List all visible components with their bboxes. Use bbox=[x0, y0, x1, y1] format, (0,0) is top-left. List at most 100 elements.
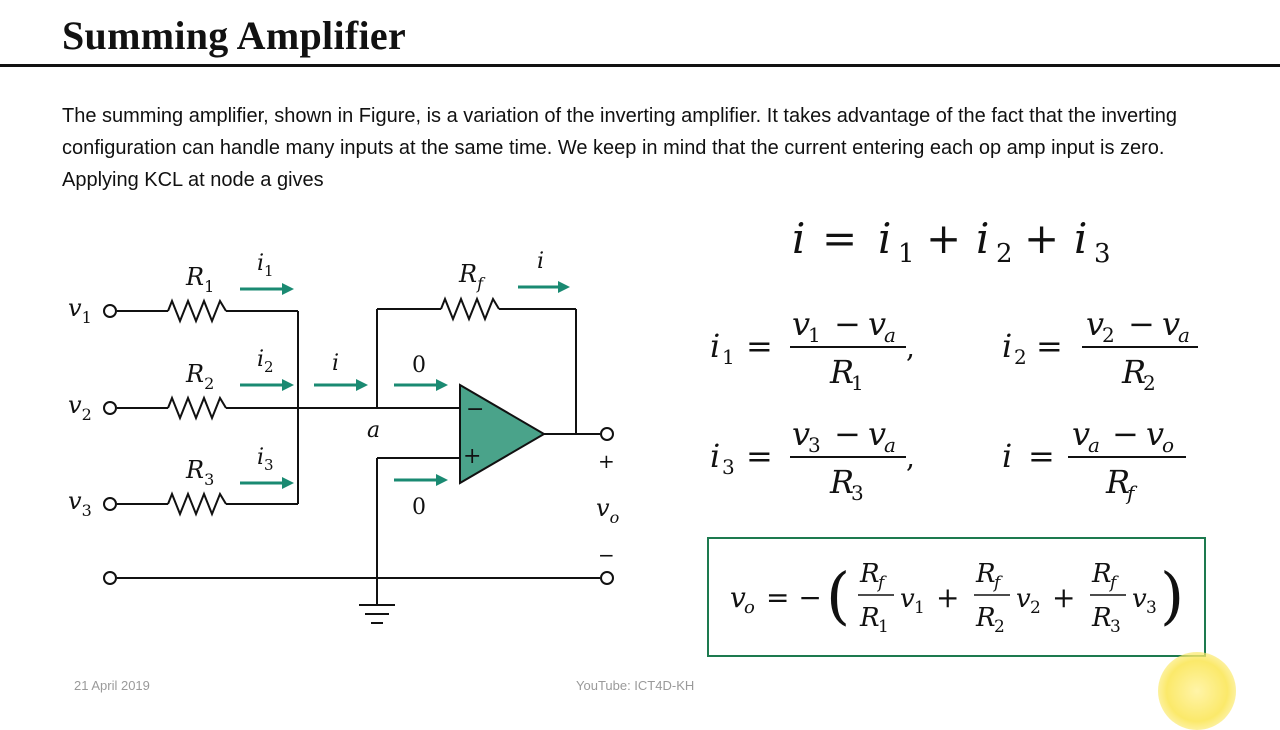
svg-text:v3: v3 bbox=[68, 487, 92, 520]
i-feedback-equation: i = va − vo Rf bbox=[1002, 415, 1186, 505]
svg-text:f: f bbox=[1125, 481, 1138, 505]
svg-text:=: = bbox=[1028, 437, 1055, 475]
opamp-minus: − bbox=[466, 397, 484, 422]
current-i1-label: i bbox=[257, 251, 264, 276]
svg-text:R: R bbox=[859, 603, 880, 633]
svg-text:=: = bbox=[746, 327, 773, 365]
svg-text:1: 1 bbox=[878, 617, 889, 637]
input-v2-label: v bbox=[68, 391, 82, 419]
result-box bbox=[707, 537, 1206, 657]
svg-text:2: 2 bbox=[1143, 371, 1156, 395]
svg-text:3: 3 bbox=[1110, 617, 1121, 637]
opamp-triangle bbox=[459, 383, 546, 485]
svg-text:3: 3 bbox=[851, 481, 864, 505]
svg-text:2: 2 bbox=[994, 617, 1005, 637]
svg-text:2: 2 bbox=[1102, 323, 1115, 347]
svg-text:v: v bbox=[1146, 415, 1164, 453]
svg-text:i: i bbox=[710, 327, 720, 365]
svg-text:v: v bbox=[730, 581, 746, 614]
svg-text:= −: = − bbox=[766, 581, 822, 614]
input-v1-label: v bbox=[68, 294, 82, 322]
svg-text:R: R bbox=[1091, 603, 1112, 633]
kcl-equation: i = i 1 + i 2 + i 3 bbox=[792, 214, 1111, 269]
current-i-feedback-label: i bbox=[537, 249, 544, 274]
svg-text:Rf: Rf bbox=[458, 260, 486, 293]
output-vo-label: v bbox=[596, 494, 610, 522]
svg-text:3: 3 bbox=[808, 433, 821, 457]
svg-text:R1: R1 bbox=[185, 263, 214, 296]
footer-date: 21 April 2019 bbox=[74, 678, 150, 693]
svg-text:−: − bbox=[1128, 305, 1155, 343]
svg-text:R: R bbox=[975, 603, 996, 633]
svg-text:R: R bbox=[1121, 353, 1146, 391]
svg-text:R3: R3 bbox=[185, 456, 214, 489]
svg-text:3: 3 bbox=[1146, 598, 1157, 618]
svg-text:o: o bbox=[744, 597, 755, 618]
svg-text:3: 3 bbox=[722, 455, 735, 479]
svg-text:i: i bbox=[1074, 214, 1087, 263]
svg-text:a: a bbox=[884, 433, 896, 457]
svg-text:i1: i1 bbox=[257, 251, 274, 280]
svg-text:v: v bbox=[1162, 305, 1180, 343]
svg-text:+: + bbox=[926, 214, 961, 263]
svg-text:v: v bbox=[868, 415, 886, 453]
output-plus-sign: + bbox=[598, 449, 615, 473]
svg-text:i: i bbox=[792, 214, 805, 263]
svg-text:1: 1 bbox=[898, 239, 915, 269]
svg-text:+: + bbox=[936, 581, 959, 614]
svg-text:1: 1 bbox=[722, 345, 735, 369]
svg-text:R: R bbox=[829, 463, 854, 501]
resistor-r1-label: R bbox=[185, 263, 204, 291]
svg-text:R: R bbox=[975, 559, 996, 589]
svg-text:a: a bbox=[884, 323, 896, 347]
resistor-r3-label: R bbox=[185, 456, 204, 484]
svg-text:v: v bbox=[1086, 305, 1104, 343]
svg-text:f: f bbox=[876, 573, 887, 593]
output-minus-sign: − bbox=[598, 543, 615, 567]
svg-text:v: v bbox=[1016, 584, 1031, 614]
svg-text:o: o bbox=[1162, 433, 1174, 457]
svg-text:i: i bbox=[878, 214, 891, 263]
svg-text:a: a bbox=[1088, 433, 1100, 457]
svg-text:vo: vo bbox=[596, 494, 619, 527]
svg-text:R: R bbox=[859, 559, 880, 589]
svg-text:i: i bbox=[710, 437, 720, 475]
svg-text:2: 2 bbox=[1014, 345, 1027, 369]
svg-text:f: f bbox=[1108, 573, 1119, 593]
svg-text:R: R bbox=[1091, 559, 1112, 589]
svg-text:=: = bbox=[746, 437, 773, 475]
svg-text:i3: i3 bbox=[257, 445, 274, 474]
svg-text:−: − bbox=[1112, 415, 1139, 453]
node-a-label: a bbox=[367, 418, 380, 443]
svg-text:+: + bbox=[1024, 214, 1059, 263]
zero-current-noninverting: 0 bbox=[412, 495, 426, 520]
title-divider bbox=[0, 64, 1280, 67]
intro-paragraph: The summing amplifier, shown in Figure, … bbox=[62, 105, 1178, 191]
input-v3-label: v bbox=[68, 487, 82, 515]
svg-text:,: , bbox=[906, 441, 915, 474]
svg-text:i: i bbox=[1002, 327, 1012, 365]
zero-current-inverting: 0 bbox=[412, 353, 426, 378]
svg-text:R: R bbox=[829, 353, 854, 391]
cursor-highlight bbox=[1158, 652, 1236, 730]
svg-text:1: 1 bbox=[808, 323, 821, 347]
current-i2-label: i bbox=[257, 347, 264, 372]
svg-text:−: − bbox=[834, 415, 861, 453]
svg-text:1: 1 bbox=[914, 598, 925, 618]
svg-text:=: = bbox=[1036, 327, 1063, 365]
svg-text:v: v bbox=[792, 415, 810, 453]
current-i3-label: i bbox=[257, 445, 264, 470]
svg-text:i: i bbox=[976, 214, 989, 263]
svg-text:v: v bbox=[792, 305, 810, 343]
svg-text:R2: R2 bbox=[185, 360, 214, 393]
svg-text:a: a bbox=[1178, 323, 1190, 347]
svg-text:1: 1 bbox=[851, 371, 864, 395]
svg-text:2: 2 bbox=[996, 239, 1013, 269]
svg-text:,: , bbox=[906, 331, 915, 364]
svg-text:i: i bbox=[1002, 437, 1012, 475]
svg-text:R: R bbox=[1105, 463, 1130, 501]
